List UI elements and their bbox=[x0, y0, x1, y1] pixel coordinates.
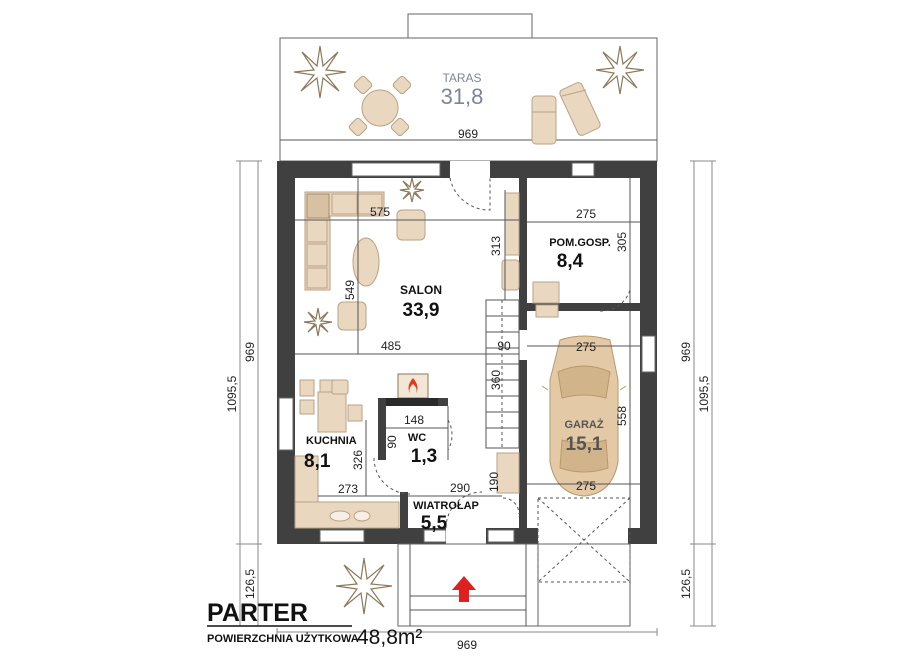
utility-room: 275 305 POM.GOSP. 8,4 bbox=[527, 178, 640, 318]
vest-wall bbox=[400, 492, 408, 528]
plant-icon bbox=[293, 45, 347, 99]
entry-door bbox=[446, 528, 486, 544]
car-icon bbox=[541, 335, 627, 497]
fireplace bbox=[386, 373, 438, 406]
window bbox=[278, 397, 294, 451]
legend: PARTER POWIERZCHNIA UŻYTKOWA 48,8m² bbox=[207, 599, 422, 649]
garage-depth-dim: 558 bbox=[615, 406, 629, 426]
garage-width-bottom-dim: 275 bbox=[576, 479, 596, 493]
salon-area: 33,9 bbox=[403, 300, 440, 321]
vest-width-dim: 290 bbox=[450, 481, 470, 495]
garage-inner-door bbox=[519, 330, 527, 360]
pom-area: 8,4 bbox=[557, 251, 584, 272]
salon-width-top-dim: 575 bbox=[370, 205, 390, 219]
plant-icon bbox=[335, 557, 393, 615]
salon-width-bottom-dim: 485 bbox=[381, 339, 401, 353]
salon-name: SALON bbox=[400, 283, 442, 297]
vestibule-area: 5,5 bbox=[421, 513, 448, 534]
window bbox=[487, 529, 515, 543]
window bbox=[571, 162, 595, 177]
terrace-door bbox=[450, 161, 490, 178]
terrace-table-set bbox=[348, 75, 412, 137]
wc-area: 1,3 bbox=[411, 446, 437, 467]
vest-depth-dim: 190 bbox=[487, 472, 501, 492]
left-inner-dim: 969 bbox=[243, 342, 257, 362]
flame-icon bbox=[408, 378, 418, 394]
stair-length-dim: 360 bbox=[489, 370, 503, 390]
kitchen: KUCHNIA 8,1 273 326 bbox=[294, 379, 400, 529]
kitchen-name: KUCHNIA bbox=[306, 435, 357, 447]
bottom-width-dim: 969 bbox=[457, 638, 477, 652]
window bbox=[319, 529, 365, 543]
plant-icon bbox=[303, 307, 333, 337]
door-swings bbox=[373, 177, 631, 529]
floor-title: PARTER bbox=[207, 599, 308, 627]
pom-width-dim: 275 bbox=[576, 207, 596, 221]
left-bottom-dim: 126,5 bbox=[243, 569, 257, 599]
right-inner-dim: 969 bbox=[679, 342, 693, 362]
pom-name: POM.GOSP. bbox=[549, 237, 611, 249]
kitchen-width-dim: 273 bbox=[338, 482, 358, 496]
entry-area bbox=[335, 497, 631, 627]
wc: 148 90 WC 1,3 bbox=[385, 406, 449, 467]
wc-depth-dim: 90 bbox=[385, 435, 399, 449]
plant-icon bbox=[399, 177, 425, 203]
terrace-step bbox=[407, 13, 533, 39]
terrace-area: 31,8 bbox=[441, 84, 484, 109]
terrace-loungers bbox=[531, 82, 601, 145]
kitchen-area: 8,1 bbox=[304, 451, 331, 472]
entry-arrow-icon bbox=[452, 576, 476, 602]
terrace-name: TARAS bbox=[442, 71, 481, 85]
terrace-width-dim: 969 bbox=[458, 127, 478, 141]
wc-name: WC bbox=[408, 432, 426, 444]
pom-depth-dim: 305 bbox=[615, 232, 629, 252]
garage-name: GARAŻ bbox=[564, 418, 603, 431]
wc-width-dim: 148 bbox=[404, 413, 424, 427]
garage-door bbox=[538, 528, 628, 544]
kitchen-depth-dim: 326 bbox=[351, 450, 365, 470]
vestibule: 290 190 WIATROŁAP 5,5 bbox=[408, 452, 520, 534]
right-bottom-dim: 126,5 bbox=[679, 569, 693, 599]
outer-dimensions: 1095,5 969 126,5 969 1095,5 126,5 969 bbox=[225, 160, 716, 652]
walls bbox=[277, 161, 657, 544]
plant-icon bbox=[595, 45, 645, 95]
window bbox=[351, 162, 441, 177]
garage-area: 15,1 bbox=[566, 434, 603, 455]
inner-wall-pom bbox=[527, 303, 640, 311]
right-overall-dim: 1095,5 bbox=[697, 375, 711, 412]
floor-subtitle: POWIERZCHNIA UŻYTKOWA bbox=[207, 632, 359, 645]
garage: 275 275 558 GARAŻ 15,1 bbox=[527, 311, 640, 528]
salon-depth-dim: 549 bbox=[343, 280, 357, 300]
wc-wall-left bbox=[378, 398, 386, 460]
stair-width-dim: 90 bbox=[497, 339, 511, 353]
garage-width-top-dim: 275 bbox=[576, 340, 596, 354]
total-area: 48,8m² bbox=[357, 626, 422, 649]
salon-furniture bbox=[303, 177, 520, 337]
left-wall bbox=[277, 161, 295, 544]
terrace: TARAS 31,8 969 bbox=[279, 13, 658, 162]
left-overall-dim: 1095,5 bbox=[225, 375, 239, 412]
salon-side-dim: 313 bbox=[489, 236, 503, 256]
window bbox=[641, 335, 656, 373]
stairs: 90 360 bbox=[485, 299, 520, 449]
vestibule-name: WIATROŁAP bbox=[413, 500, 479, 512]
